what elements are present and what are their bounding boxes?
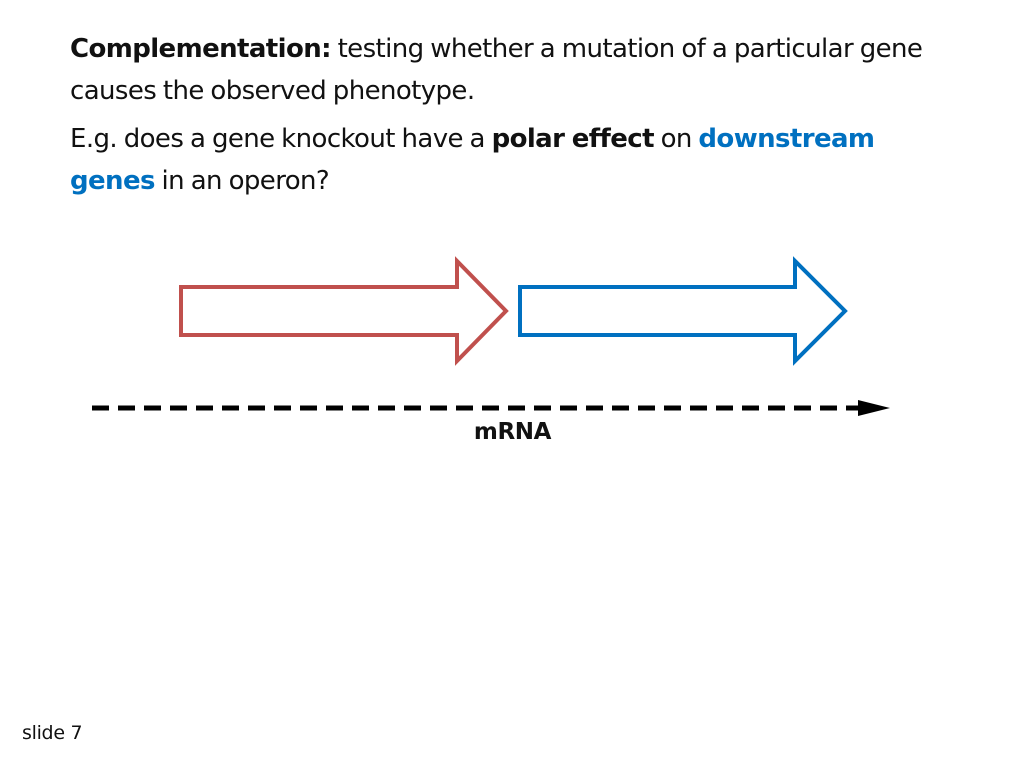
- complementation-description: testing whether a mutation of a particul…: [70, 34, 923, 106]
- slide-text: Complementation: testing whether a mutat…: [70, 28, 950, 202]
- downstream-genes-term: downstream genes: [70, 124, 875, 196]
- mrna-label: mRNA: [473, 419, 552, 445]
- question-middle: on: [653, 124, 699, 154]
- polar-effect-question: E.g. does a gene knockout have a polar e…: [70, 118, 950, 202]
- complementation-term: Complementation:: [70, 34, 332, 64]
- slide-number: slide 7: [22, 722, 83, 744]
- question-prefix: E.g. does a gene knockout have a: [70, 124, 492, 154]
- question-suffix: in an operon?: [154, 166, 330, 196]
- gene-2-arrow: [518, 256, 848, 366]
- polar-effect-term: polar effect: [491, 124, 655, 154]
- complementation-definition: Complementation: testing whether a mutat…: [70, 28, 950, 112]
- gene-1-arrow: [179, 256, 509, 366]
- mrna-arrowhead: [858, 400, 890, 416]
